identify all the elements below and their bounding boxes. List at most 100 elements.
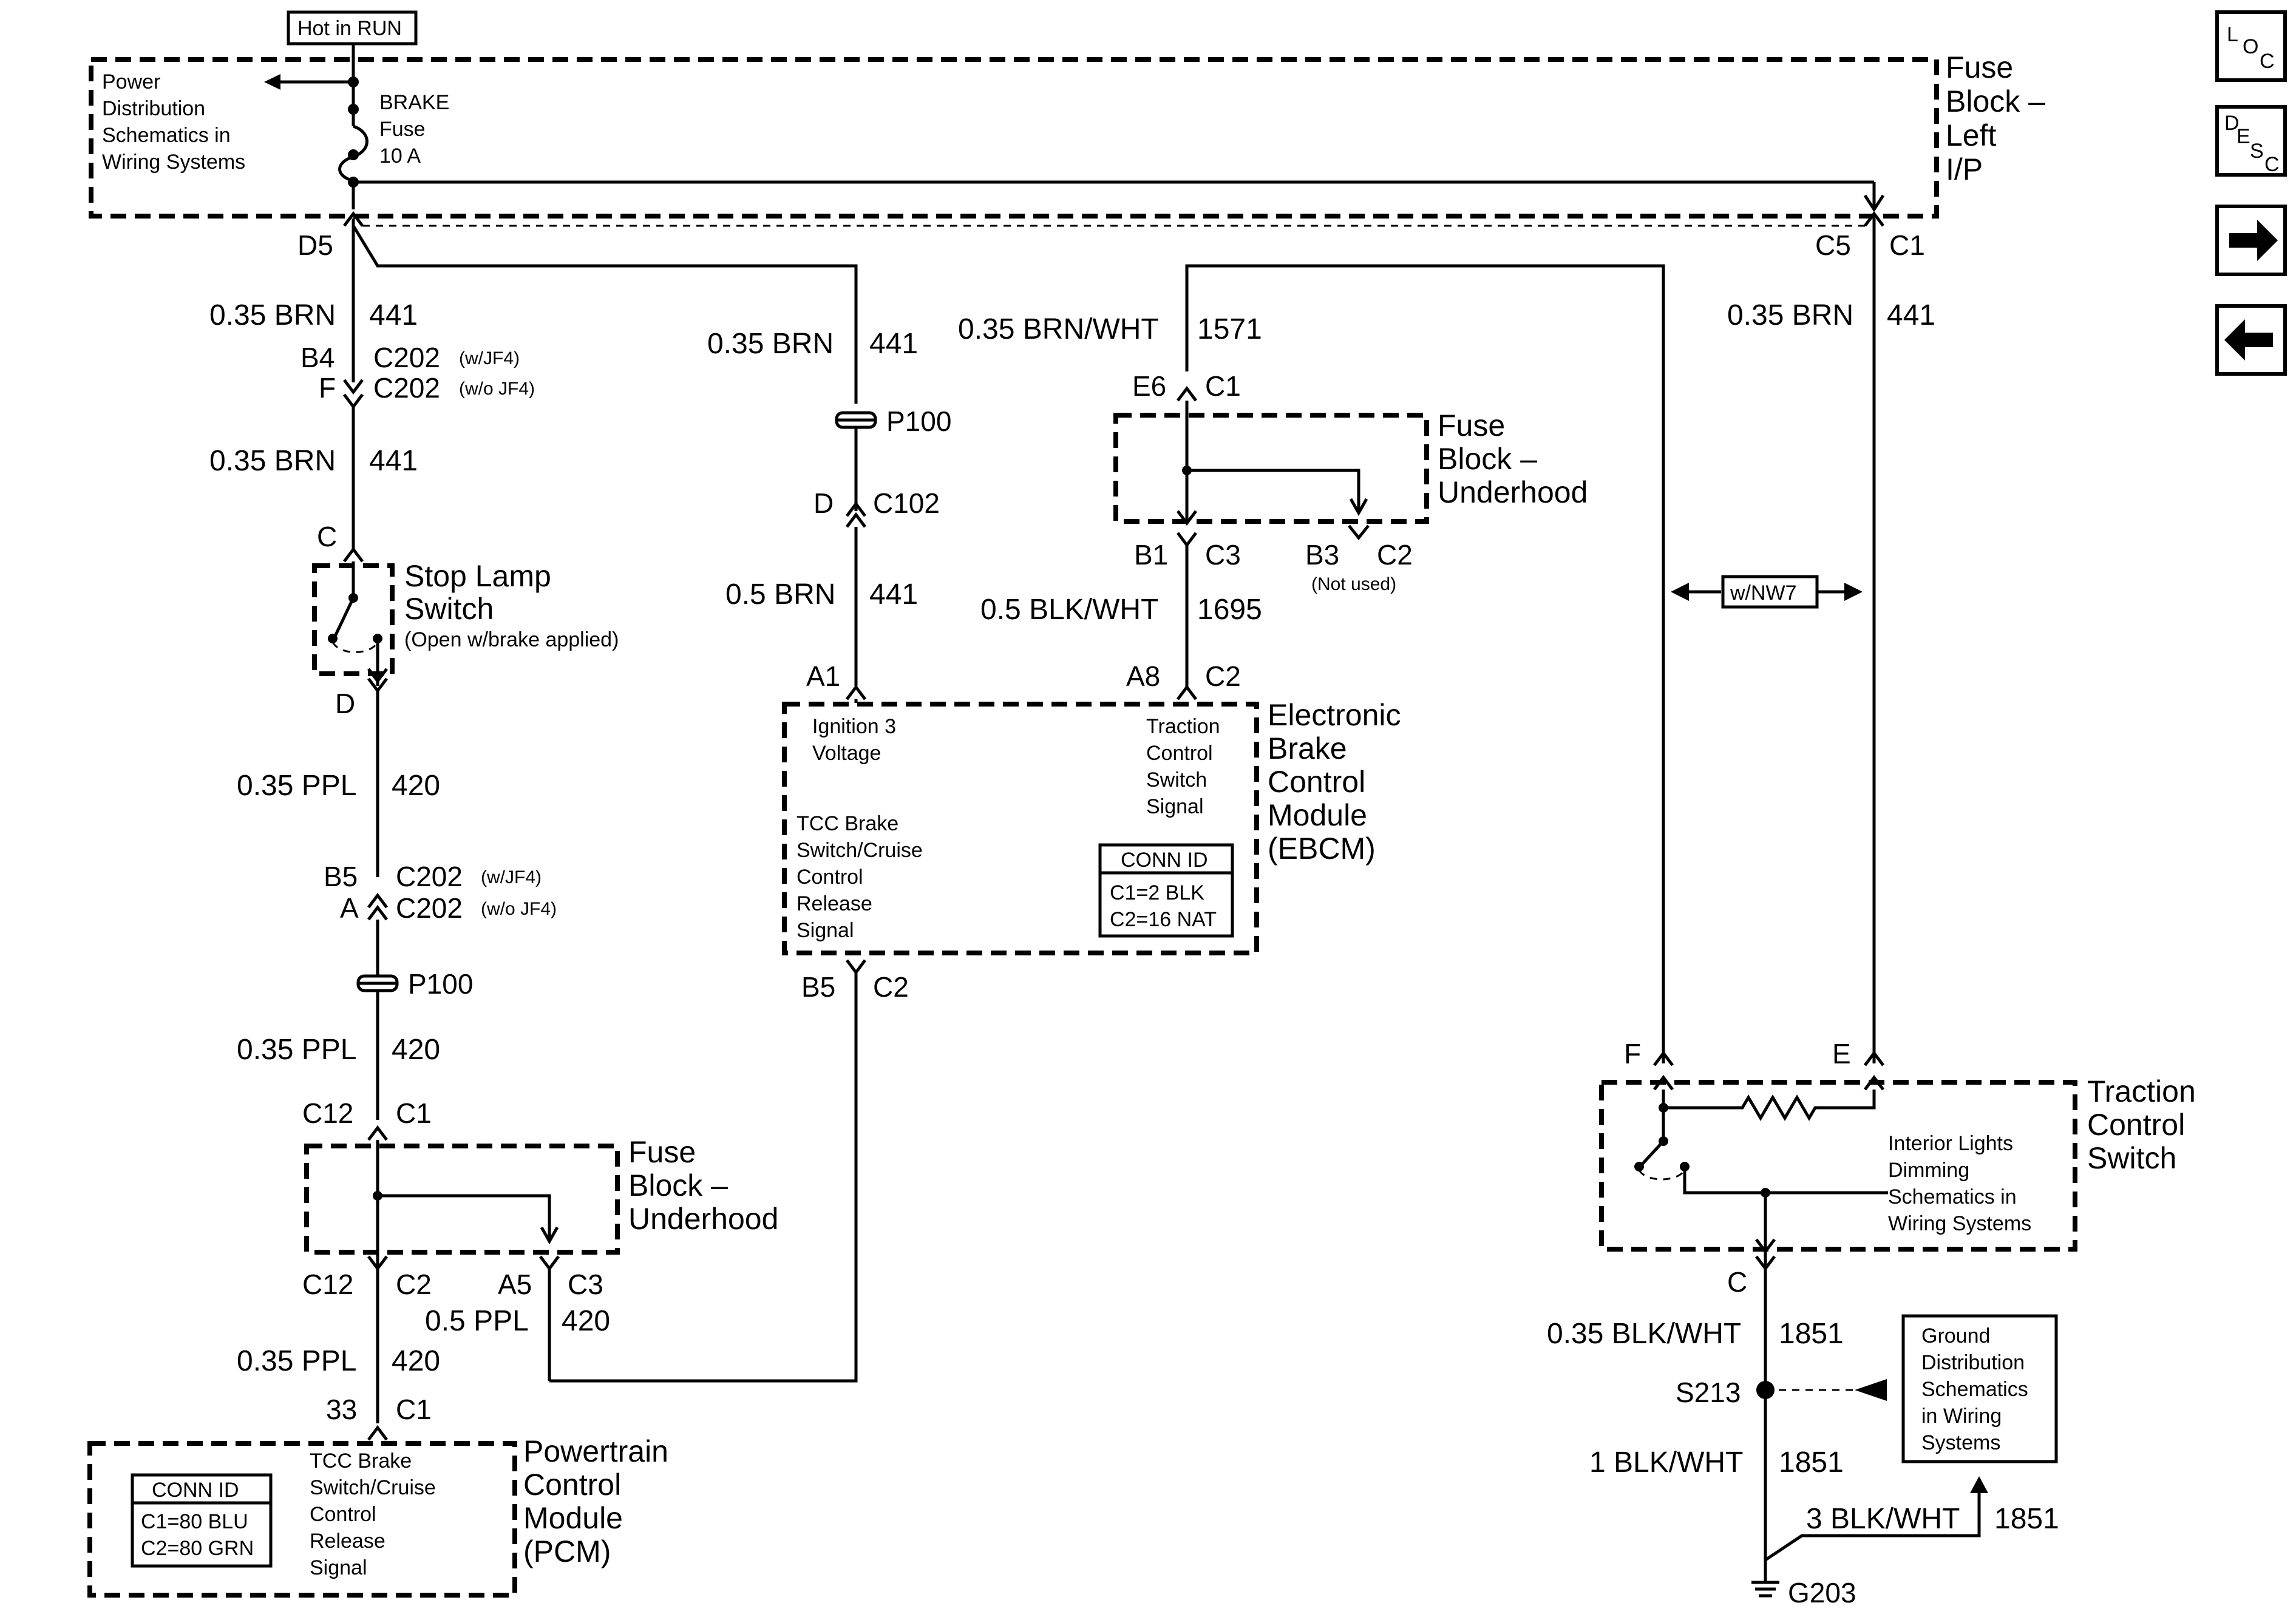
c12-top-label: C12 — [302, 1097, 353, 1129]
ebcm-conn-id-title: CONN ID — [1121, 849, 1208, 872]
pcm-tcc-line-1: TCC Brake — [310, 1449, 412, 1473]
e6-label: E6 — [1132, 370, 1166, 402]
arrow-right-icon — [2229, 220, 2278, 261]
d-c102-label: D — [813, 487, 834, 519]
wire-brn-441-b-circuit: 441 — [369, 445, 418, 477]
wire-brn-441-d-circuit: 441 — [1887, 299, 1935, 331]
power-distribution-reference: Power Distribution Schematics in Wiring … — [102, 70, 353, 174]
pds-ref-line-2: Distribution — [102, 97, 205, 120]
a8-label: A8 — [1126, 660, 1160, 692]
wire-brn-441-a-color: 0.35 BRN — [209, 299, 336, 331]
wire-ppl05-420-color: 0.5 PPL — [425, 1305, 529, 1337]
c12-bottom-label: C12 — [302, 1269, 353, 1300]
desc-button[interactable]: D E S C — [2215, 105, 2287, 177]
ebcm-label-2: Brake — [1268, 731, 1347, 765]
ebcm-tcc-line-4: Release — [796, 892, 872, 915]
wire-blkwht3-1851-color: 3 BLK/WHT — [1806, 1503, 1960, 1535]
fuse-block-uh-left-label-1: Fuse — [628, 1135, 696, 1169]
pcm-conn-id-c1: C1=80 BLU — [141, 1510, 248, 1533]
a-left-label: A — [340, 892, 359, 924]
wire-ppl05-420-circuit: 420 — [562, 1305, 610, 1337]
ground-dist-line-2: Distribution — [1921, 1351, 2025, 1374]
wire-ppl-420-b-color: 0.35 PPL — [237, 1034, 356, 1066]
interior-lights-line-4: Wiring Systems — [1888, 1212, 2031, 1235]
loc-letter-c: C — [2260, 50, 2275, 73]
brake-fuse-label-1: BRAKE — [379, 91, 449, 114]
pcm-label-4: (PCM) — [523, 1534, 611, 1568]
wire-brn-441-c-color: 0.35 BRN — [707, 328, 834, 360]
ground-dist-line-1: Ground — [1921, 1324, 1990, 1348]
c1-left-uh-label: C1 — [396, 1097, 432, 1129]
f-label: F — [319, 372, 336, 404]
g203-label: G203 — [1788, 1577, 1856, 1609]
fuse-block-left-ip: Fuse Block – Left I/P — [89, 50, 2045, 219]
pds-ref-line-3: Schematics in — [102, 124, 231, 147]
stop-lamp-switch-label-1: Stop Lamp — [404, 559, 551, 593]
ground-distribution-reference: Ground Distribution Schematics in Wiring… — [1901, 1314, 2058, 1463]
fuse-block-uh-mid-label-2: Block – — [1438, 442, 1537, 476]
wire-brnwht-1571-circuit: 1571 — [1197, 313, 1262, 345]
ebcm-tcs-line-3: Switch — [1146, 768, 1207, 792]
ground-dist-line-4: in Wiring — [1921, 1405, 2002, 1428]
ebcm-conn-id-c2: C2=16 NAT — [1110, 908, 1217, 931]
c202-a-note: (w/JF4) — [459, 348, 520, 368]
c202-b-label: C202 — [373, 372, 440, 404]
a1-label: A1 — [806, 660, 840, 692]
ebcm-conn-id-c1: C1=2 BLK — [1110, 881, 1204, 904]
desc-letter-c: C — [2264, 153, 2280, 176]
wire-ppl-420-a-circuit: 420 — [392, 770, 440, 802]
fuse-block-left-ip-label-1: Fuse — [1946, 50, 2013, 84]
b5-ebcm-label: B5 — [801, 971, 835, 1003]
p100-mid-label: P100 — [886, 405, 951, 437]
loc-letter-o: O — [2243, 35, 2258, 58]
f-tcs-label: F — [1624, 1038, 1641, 1070]
stop-lamp-circuit: D5 0.35 BRN 441 B4 C202 (w/JF4) F C202 (… — [209, 211, 1865, 1441]
ebcm-label-5: (EBCM) — [1268, 832, 1376, 866]
pcm-label-1: Powertrain — [523, 1434, 668, 1468]
wire-brn05-441-circuit: 441 — [869, 578, 918, 611]
back-button[interactable] — [2215, 304, 2287, 376]
c1-top-right-label: C1 — [1889, 229, 1925, 261]
wire-blkwht1-1851-color: 1 BLK/WHT — [1589, 1446, 1743, 1479]
ebcm-tcc-line-1: TCC Brake — [796, 812, 898, 835]
wire-ppl-420-b-circuit: 420 — [392, 1034, 440, 1066]
stop-lamp-switch-label-2: Switch — [404, 592, 494, 626]
c2-not-used-label: C2 — [1377, 539, 1413, 571]
tcs-switch-label-3: Switch — [2087, 1141, 2176, 1175]
fuse-block-left-ip-label-2: Block – — [1946, 84, 2045, 118]
interior-lights-line-3: Schematics in — [1888, 1185, 2017, 1209]
pds-ref-line-1: Power — [102, 70, 160, 93]
wire-blkwht3-1851-circuit: 1851 — [1994, 1503, 2059, 1535]
c3-left-uh-label: C3 — [568, 1269, 603, 1300]
hot-in-run-tag: Hot in RUN — [287, 10, 418, 46]
pcm-tcc-line-5: Signal — [310, 1556, 367, 1579]
e-tcs-label: E — [1832, 1038, 1851, 1070]
c2-left-uh-label: C2 — [396, 1269, 432, 1300]
loc-letter-l: L — [2227, 23, 2238, 46]
interior-lights-line-2: Dimming — [1888, 1159, 1969, 1182]
pcm-tcc-line-3: Control — [310, 1503, 376, 1526]
ebcm-label-4: Module — [1268, 798, 1367, 832]
d-stop-lamp-label: D — [335, 688, 355, 719]
pcm-label-2: Control — [523, 1468, 621, 1502]
wire-ppl-420-c-circuit: 420 — [392, 1345, 440, 1377]
p100-left-label: P100 — [408, 968, 473, 1000]
fuse-block-left-ip-label-4: I/P — [1946, 152, 1983, 186]
b1-label: B1 — [1134, 539, 1168, 571]
w-nw7-tag: w/NW7 — [1671, 575, 1863, 609]
ebcm-tcs-line-1: Traction — [1146, 715, 1220, 738]
ebcm-tcc-line-3: Control — [796, 866, 863, 889]
wire-blkwht035-1851-color: 0.35 BLK/WHT — [1547, 1318, 1741, 1350]
loc-button[interactable]: L O C — [2215, 10, 2287, 82]
ebcm-ign-line-2: Voltage — [812, 742, 881, 765]
b5-left-label: B5 — [324, 861, 358, 892]
wire-blkwht-1695-color: 0.5 BLK/WHT — [980, 594, 1158, 626]
forward-button[interactable] — [2215, 205, 2287, 276]
pin-33-label: 33 — [326, 1394, 357, 1425]
c1-pcm-label: C1 — [396, 1394, 432, 1425]
fuse-block-uh-left-label-3: Underhood — [628, 1202, 778, 1236]
interior-lights-line-1: Interior Lights — [1888, 1132, 2013, 1155]
ebcm-label-3: Control — [1268, 765, 1365, 799]
stop-lamp-switch-note: (Open w/brake applied) — [404, 628, 619, 651]
